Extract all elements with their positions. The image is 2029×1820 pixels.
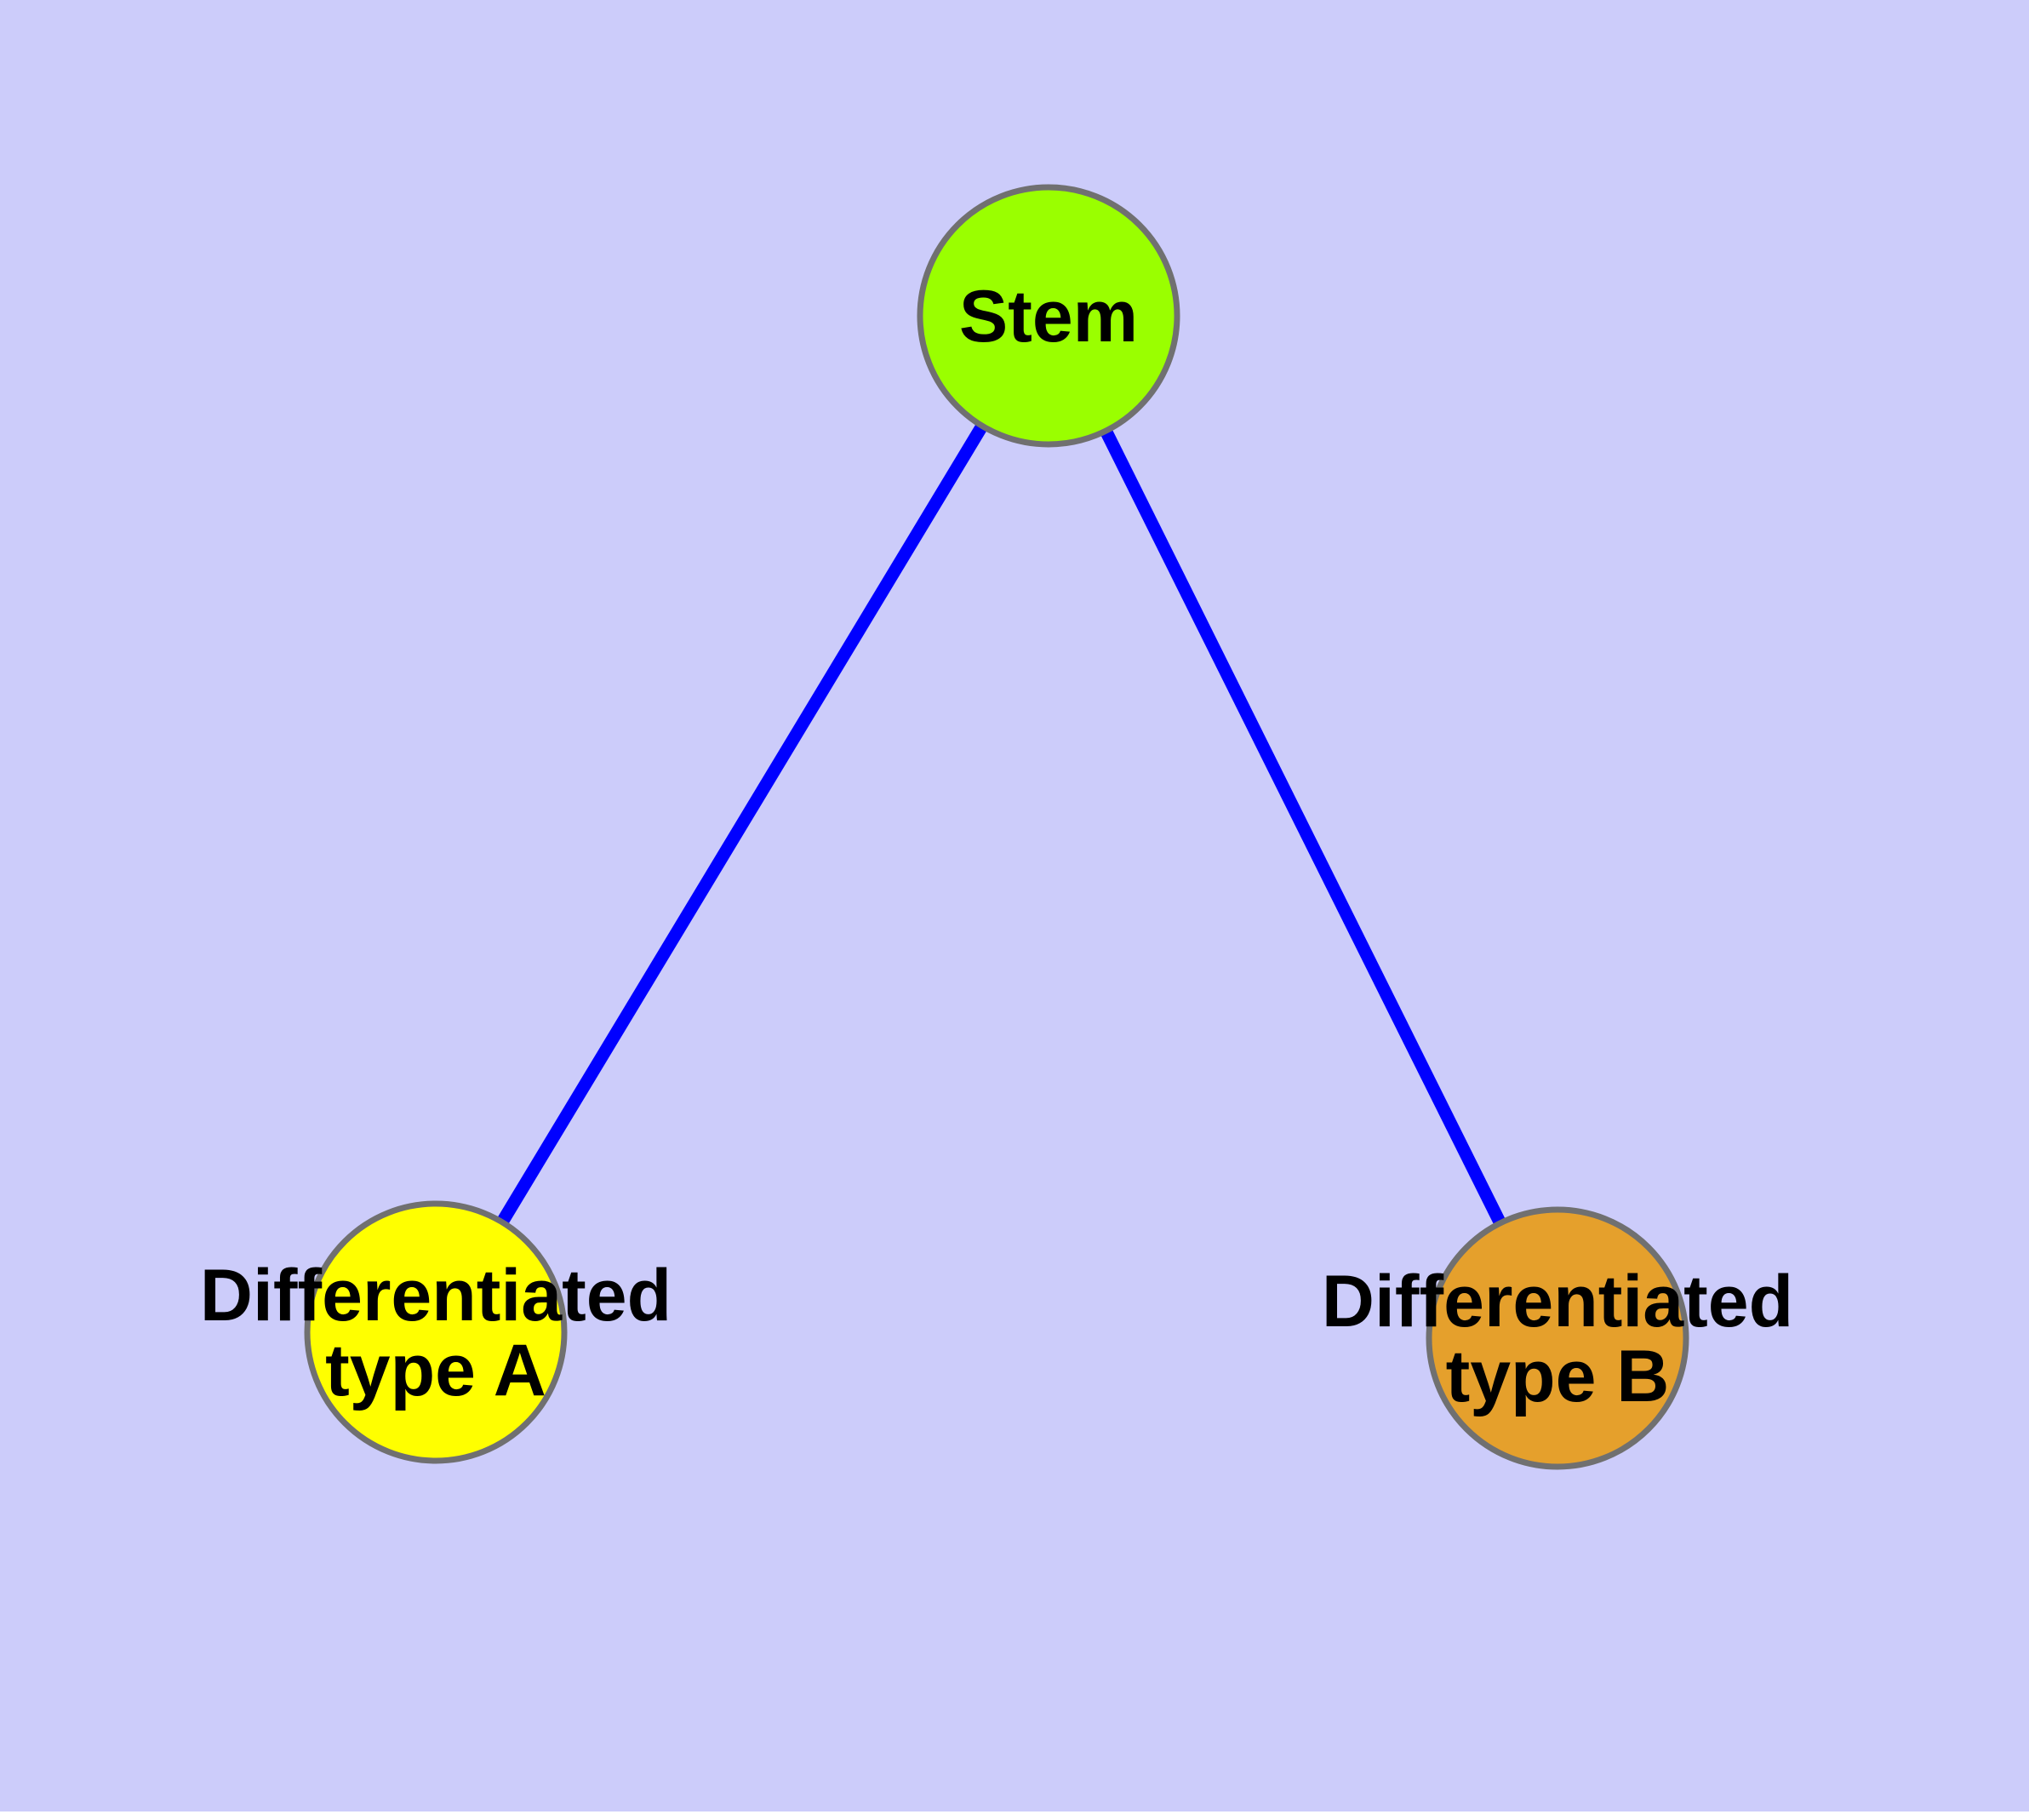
node-label-line: Stem	[959, 276, 1138, 358]
edges-layer	[498, 425, 1506, 1224]
node-diff_b[interactable]	[1426, 1206, 1689, 1470]
edge-stem-a	[498, 425, 986, 1223]
edge-stem-b	[1100, 430, 1506, 1224]
node-diff_a[interactable]	[304, 1200, 568, 1464]
node-label-line: Differentiated	[1322, 1261, 1793, 1342]
node-label-stem: Stem	[959, 276, 1138, 358]
node-label-line: Differentiated	[200, 1255, 672, 1336]
node-label-line: type A	[325, 1330, 546, 1411]
nodes-layer	[304, 184, 1689, 1470]
node-label-line: type B	[1446, 1336, 1670, 1417]
node-stem[interactable]	[917, 184, 1180, 448]
